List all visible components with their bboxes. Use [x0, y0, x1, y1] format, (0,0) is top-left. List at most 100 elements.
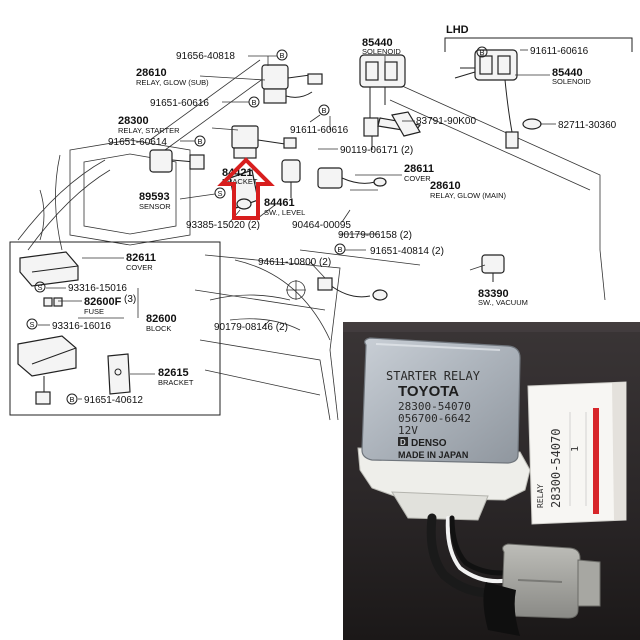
bracket-83791-part [391, 111, 421, 137]
label-91651-40612: 91651-40612 [84, 395, 143, 406]
bolt-icon: B [66, 393, 78, 405]
label-fuse: FUSE [84, 307, 104, 316]
label-bracket-84421: BRACKET [222, 177, 258, 186]
label-solenoid-lhd: SOLENOID [552, 77, 591, 86]
lhd-label: LHD [446, 24, 469, 36]
vehicle-body-sketch [17, 59, 606, 421]
diagram-labels: 91656-40818 28610 RELAY, GLOW (SUB) 9165… [52, 37, 617, 406]
label-83390: 83390 [478, 288, 509, 300]
part-number-tag: 28300-54070 RELAY 1 [527, 381, 627, 525]
screw-icon: S [214, 187, 226, 199]
svg-text:B: B [198, 137, 203, 146]
label-82600f-qty: (3) [124, 294, 136, 305]
vacuum-switch-part [481, 254, 505, 282]
svg-text:B: B [338, 245, 343, 254]
inset-fuse-part [43, 297, 63, 307]
label-inset-cover: COVER [126, 263, 153, 272]
label-28610-sub: 28610 [136, 67, 167, 79]
label-90179-06158: 90179-06158 (2) [338, 230, 412, 241]
bolt-icon: B [334, 243, 346, 255]
inset-cover-part [19, 251, 79, 287]
starter-relay-diagram-part [231, 125, 297, 159]
screw-icon: S [34, 281, 46, 293]
relay-connector-plug [483, 543, 601, 636]
label-91611-60616-lhd: 91611-60616 [530, 46, 589, 57]
leader-lines [38, 49, 556, 400]
inset-bracket-part [107, 353, 131, 395]
label-85440-lhd: 85440 [552, 67, 583, 79]
highlight-arrow-icon [217, 157, 275, 220]
relay-text-toyota: TOYOTA [398, 383, 459, 400]
glow-relay-sub-part [261, 64, 323, 104]
harness-connector-part [317, 277, 388, 301]
label-91611-60616-center: 91611-60616 [290, 125, 349, 136]
bolt-symbols: B B B B B B B S S S [26, 46, 488, 405]
relay-text-starter: STARTER RELAY [386, 369, 481, 383]
bolt-icon: B [276, 49, 288, 61]
glow-relay-main-part [317, 167, 387, 189]
label-sw-vacuum: SW., VACUUM [478, 298, 528, 307]
label-82600: 82600 [146, 313, 177, 325]
screw-icon: S [26, 318, 38, 330]
label-94611-10800: 94611-10800 (2) [258, 257, 331, 268]
bolt-icon: B [194, 135, 206, 147]
label-82600f: 82600F [84, 296, 122, 308]
svg-text:S: S [38, 283, 43, 292]
relay-metal-can: STARTER RELAY TOYOTA 28300-54070 056700-… [361, 337, 521, 464]
relay-text-voltage: 12V [398, 424, 418, 437]
bolt-icon: B [476, 46, 488, 58]
lhd-group-bracket: LHD [444, 24, 633, 52]
bolt-icon: B [318, 104, 330, 116]
tag-red-stripe [593, 408, 599, 514]
tag-text-qty: 1 [570, 446, 581, 452]
sensor-part [149, 149, 205, 173]
label-block: BLOCK [146, 324, 171, 333]
label-90179-08146: 90179-08146 (2) [214, 322, 288, 333]
svg-text:B: B [70, 395, 75, 404]
svg-text:B: B [252, 98, 257, 107]
svg-text:B: B [480, 48, 485, 57]
label-relay-glow-sub: RELAY, GLOW (SUB) [136, 78, 209, 87]
label-89593: 89593 [139, 191, 170, 203]
label-82711-30360: 82711-30360 [558, 120, 617, 131]
svg-text:D: D [400, 438, 406, 447]
relay-text-part-number: 28300-54070 [398, 400, 471, 413]
tag-text-part-number: 28300-54070 [549, 429, 563, 508]
fuse-block-inset [9, 241, 221, 416]
svg-text:B: B [322, 106, 327, 115]
svg-text:S: S [30, 320, 35, 329]
label-relay-glow-main: RELAY, GLOW (MAIN) [430, 191, 506, 200]
label-93385-15020: 93385-15020 (2) [186, 220, 260, 231]
label-inset-bracket: BRACKET [158, 378, 194, 387]
label-82615: 82615 [158, 367, 189, 379]
label-90119-06171: 90119-06171 (2) [340, 145, 413, 156]
label-28300: 28300 [118, 115, 149, 127]
svg-text:S: S [218, 189, 223, 198]
inset-block-part [17, 335, 77, 405]
label-28610-main: 28610 [430, 180, 461, 192]
label-83791-90k00: 83791-90K00 [416, 116, 476, 127]
label-85440-center: 85440 [362, 37, 393, 49]
product-photo: STARTER RELAY TOYOTA 28300-54070 056700-… [343, 322, 640, 640]
solenoid-lhd-part [454, 49, 542, 149]
label-84461: 84461 [264, 197, 295, 209]
denso-logo-icon: D [398, 437, 408, 447]
label-82611: 82611 [126, 252, 156, 264]
label-cover: COVER [404, 174, 431, 183]
relay-text-denso-number: 056700-6642 [398, 412, 471, 425]
label-relay-starter: RELAY, STARTER [118, 126, 180, 135]
label-93316-16016: 93316-16016 [52, 321, 111, 332]
label-sensor: SENSOR [139, 202, 171, 211]
solenoid-center-part [359, 54, 422, 150]
label-solenoid-center: SOLENOID [362, 47, 401, 56]
level-switch-part [229, 159, 301, 210]
label-91651-60616: 91651-60616 [150, 98, 209, 109]
tag-text-item: RELAY [536, 484, 545, 508]
label-91651-40814: 91651-40814 (2) [370, 246, 444, 257]
relay-text-brand: DENSO [411, 438, 447, 449]
label-91651-60614: 91651-60614 [108, 137, 167, 148]
label-28611: 28611 [404, 163, 434, 175]
label-93316-15016: 93316-15016 [68, 283, 127, 294]
